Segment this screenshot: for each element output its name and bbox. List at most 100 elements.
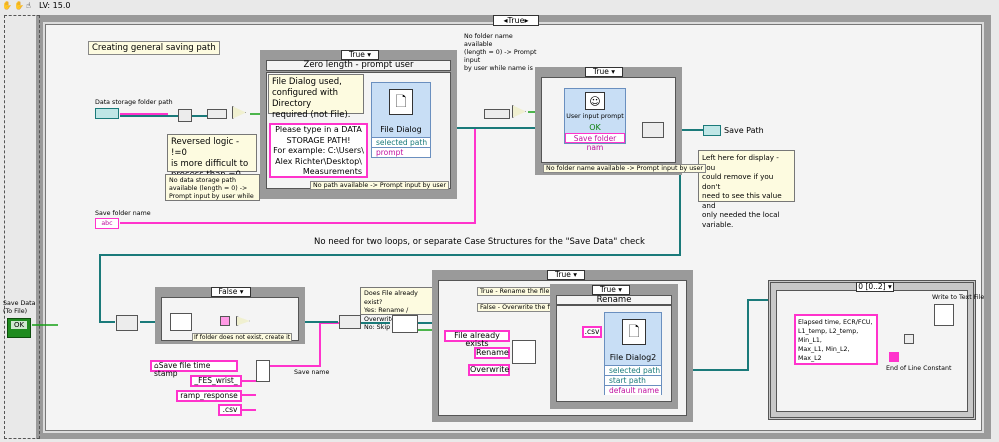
selector-value: True (348, 50, 365, 59)
ok-terminal[interactable]: OK (589, 123, 601, 132)
label-line: Save Data (3, 300, 36, 307)
pointer-icon[interactable]: ☝ (26, 1, 31, 10)
comment-line: variable. (702, 219, 734, 229)
rename-const[interactable]: Rename (474, 347, 510, 359)
csv-const-2[interactable]: .csv (218, 404, 242, 416)
prompt-terminal[interactable]: prompt (372, 147, 430, 157)
save-path-label: Save Path (724, 126, 764, 135)
case-zero-title: Zero length - prompt user (266, 60, 451, 71)
case-false-note: If folder does not exist, create it (192, 333, 293, 342)
two-button-dialog-node[interactable] (512, 340, 536, 364)
const-line: STORAGE PATH! (286, 135, 351, 145)
sequence-selector[interactable]: 0 [0..2] ▾ (856, 282, 894, 292)
concat-node-seq[interactable] (904, 334, 914, 344)
selector-right-arrow[interactable]: ▸ (524, 16, 529, 25)
comment-line: is more difficult to (171, 159, 249, 169)
const-line: For example: C:\Users\ (273, 146, 364, 155)
const-line: Measurements (302, 167, 362, 176)
selector-left-arrow[interactable]: ◂ (503, 16, 508, 25)
strip-path-node[interactable] (116, 315, 138, 331)
comment-line: No data storage path (169, 177, 236, 184)
case-rename-selector[interactable]: True ▾ (592, 285, 630, 295)
comment-line: need to see this value and (702, 191, 782, 210)
comment-line: available (length = 0) -> (169, 185, 248, 192)
comment-line: No folder name available (464, 33, 513, 48)
top-toolbar: ✋ ✋ ☝ LV: 15.0 (0, 0, 999, 11)
start-path-terminal[interactable]: start path (605, 375, 661, 385)
selected-path-terminal-2[interactable]: selected path (605, 365, 661, 375)
const-line: Alex Richter\Desktop\ (275, 156, 362, 166)
selector-value: 0 [0..2] (858, 282, 886, 291)
case-true2-selector[interactable]: True ▾ (547, 270, 585, 280)
write-text-file-node[interactable] (934, 304, 954, 326)
folder-exists-node[interactable] (220, 316, 230, 326)
save-name-label: Save name (294, 369, 330, 376)
comment-line: configured with Directory (272, 88, 339, 109)
comment-no-storage: No data storage path available (length =… (165, 174, 260, 201)
concatenate-strings-node[interactable] (256, 360, 270, 382)
user-input-prompt-label: User input prompt (566, 113, 624, 120)
const-line: Elapsed time, ECR/FCU, (798, 319, 873, 326)
create-folder-node[interactable] (170, 313, 192, 331)
selector-value: True (592, 67, 609, 76)
save-folder-name-terminal-ctrl[interactable]: abc (95, 218, 119, 229)
comment-line: by user while name is (464, 65, 533, 72)
comment-reversed-logic: Reversed logic - !=0 is more difficult t… (167, 134, 257, 180)
const-line: Max_L1, Min_L2, Max_L2 (798, 346, 850, 362)
outer-dashed-frame (4, 15, 40, 439)
csv-header-const[interactable]: Elapsed time, ECR/FCU, L1_temp, L2_temp,… (794, 314, 878, 365)
comment-no-two-loops: No need for two loops, or separate Case … (314, 237, 645, 247)
file-dialog-label: File Dialog (380, 125, 422, 134)
comment-line: Left here for display - you (702, 153, 779, 172)
save-file-time-stamp-const[interactable]: ⌂Save file time stamp (150, 360, 238, 378)
selector-value: False (218, 287, 238, 296)
prompt-text-const[interactable]: Please type in a DATA STORAGE PATH! For … (269, 123, 368, 178)
case-false-selector[interactable]: False ▾ (211, 287, 251, 297)
case-prompt-footer: No folder name available -> Prompt input… (543, 164, 706, 173)
path-to-string-node[interactable] (207, 109, 227, 119)
csv-const-1[interactable]: .csv (582, 326, 602, 338)
comment-line: Does File already exist? (364, 290, 418, 306)
hand-icon-2[interactable]: ✋ (14, 1, 24, 10)
data-storage-label: Data storage folder path (95, 99, 173, 106)
case-prompt-selector[interactable]: True ▾ (585, 67, 623, 77)
comment-line: Reversed logic - !=0 (171, 137, 240, 158)
save-folder-name-terminal[interactable]: Save folder nam (565, 133, 625, 152)
save-data-boolean[interactable]: OK (7, 318, 31, 338)
hand-icon[interactable]: ✋ (2, 1, 12, 10)
fes-wrist-const[interactable]: _FES_wrist_ (190, 375, 242, 387)
const-text: Save file time stamp (154, 361, 211, 378)
outer-case-selector[interactable]: ◂True▸ (493, 15, 539, 26)
case-zero-selector[interactable]: True ▾ (341, 50, 379, 60)
save-folder-name-label: Save folder name (95, 210, 151, 217)
comment-line: No: Skip (364, 324, 391, 331)
comment-line: File Dialog used, (272, 77, 342, 87)
comment-line: Yes: Rename / Overwrite (364, 307, 409, 323)
comment-line: only needed the local (702, 210, 780, 219)
default-name-terminal[interactable]: default name (605, 385, 661, 395)
case-zero-note: File Dialog used, configured with Direct… (268, 74, 364, 120)
file-dialog2-icon: 🗋 (622, 319, 646, 345)
data-storage-path-terminal[interactable] (95, 108, 119, 119)
user-input-prompt-node[interactable]: ☺ User input prompt OK Save folder nam (564, 88, 626, 152)
comment-general-path: Creating general saving path (88, 41, 220, 55)
file-exists-check-node[interactable] (392, 315, 418, 333)
selected-path-terminal[interactable]: selected path (372, 137, 430, 147)
comment-line: could remove if you don't (702, 172, 774, 191)
overwrite-const[interactable]: Overwrite (468, 364, 510, 376)
comment-line: Prompt input by user while (169, 193, 254, 200)
string-length-node[interactable] (178, 109, 192, 122)
file-dialog-icon: 🗋 (389, 89, 413, 115)
file-already-exists-const[interactable]: File already exists (444, 330, 510, 348)
file-dialog2-label: File Dialog2 (609, 353, 657, 362)
build-path-node-2[interactable] (339, 315, 361, 329)
build-path-node[interactable] (642, 122, 664, 138)
eol-constant[interactable] (889, 352, 899, 362)
ramp-response-const[interactable]: ramp_response (176, 390, 242, 402)
file-dialog2-node[interactable]: 🗋 File Dialog2 selected path start path … (604, 312, 662, 395)
path-to-string-node-2[interactable] (484, 109, 510, 119)
comment-no-folder-top: No folder name available (length = 0) ->… (464, 33, 538, 73)
write-text-file-label: Write to Text File (932, 294, 985, 301)
save-path-indicator[interactable] (703, 125, 721, 136)
file-dialog-node[interactable]: 🗋 File Dialog selected path prompt (371, 82, 431, 158)
